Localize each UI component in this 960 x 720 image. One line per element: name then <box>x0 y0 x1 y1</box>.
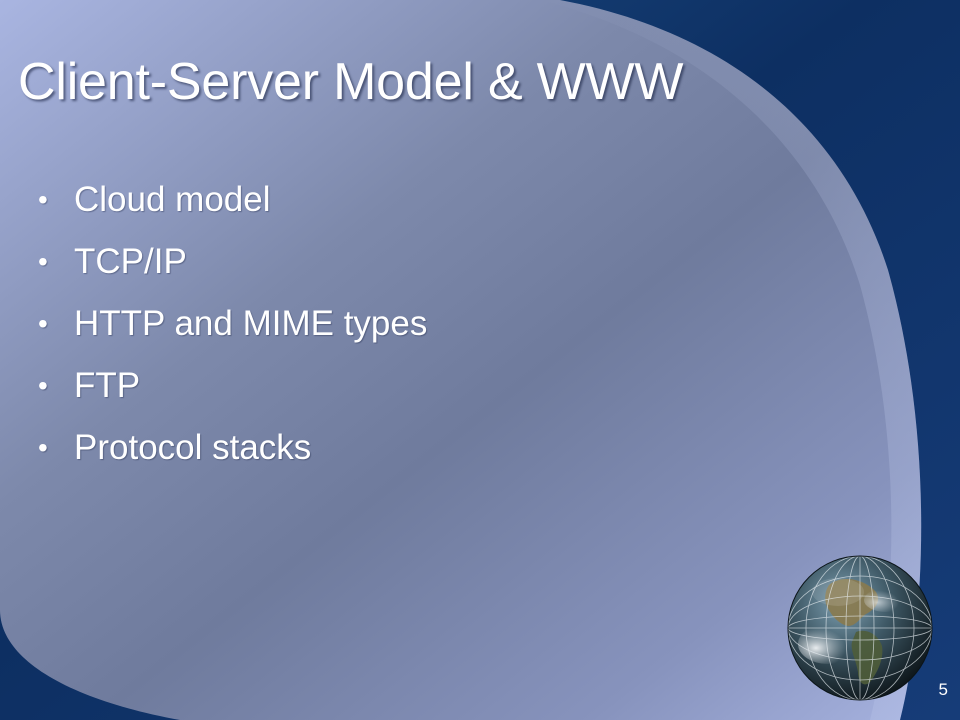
main-content-panel <box>0 0 922 720</box>
bullet-marker: • <box>38 184 48 215</box>
bullet-text: Cloud model <box>74 180 271 219</box>
bullet-item-http-mime: • HTTP and MIME types <box>38 294 427 356</box>
bullet-item-ftp: • FTP <box>38 356 427 418</box>
bullet-marker: • <box>38 370 48 401</box>
bullet-text: TCP/IP <box>74 242 187 281</box>
bullet-item-cloud-model: • Cloud model <box>38 170 427 232</box>
bullet-item-protocol-stacks: • Protocol stacks <box>38 418 427 480</box>
slide-title: Client-Server Model & WWW <box>18 53 684 111</box>
bullet-marker: • <box>38 246 48 277</box>
panel-edge-highlight <box>540 0 922 720</box>
bullet-item-tcp-ip: • TCP/IP <box>38 232 427 294</box>
bullet-text: Protocol stacks <box>74 428 312 467</box>
bullet-list: • Cloud model • TCP/IP • HTTP and MIME type… <box>38 170 427 480</box>
bullet-marker: • <box>38 432 48 463</box>
slide-number: 5 <box>938 680 948 699</box>
globe-icon <box>787 555 933 701</box>
bullet-text: HTTP and MIME types <box>74 304 428 343</box>
bullet-marker: • <box>38 308 48 339</box>
bullet-text: FTP <box>74 366 141 405</box>
